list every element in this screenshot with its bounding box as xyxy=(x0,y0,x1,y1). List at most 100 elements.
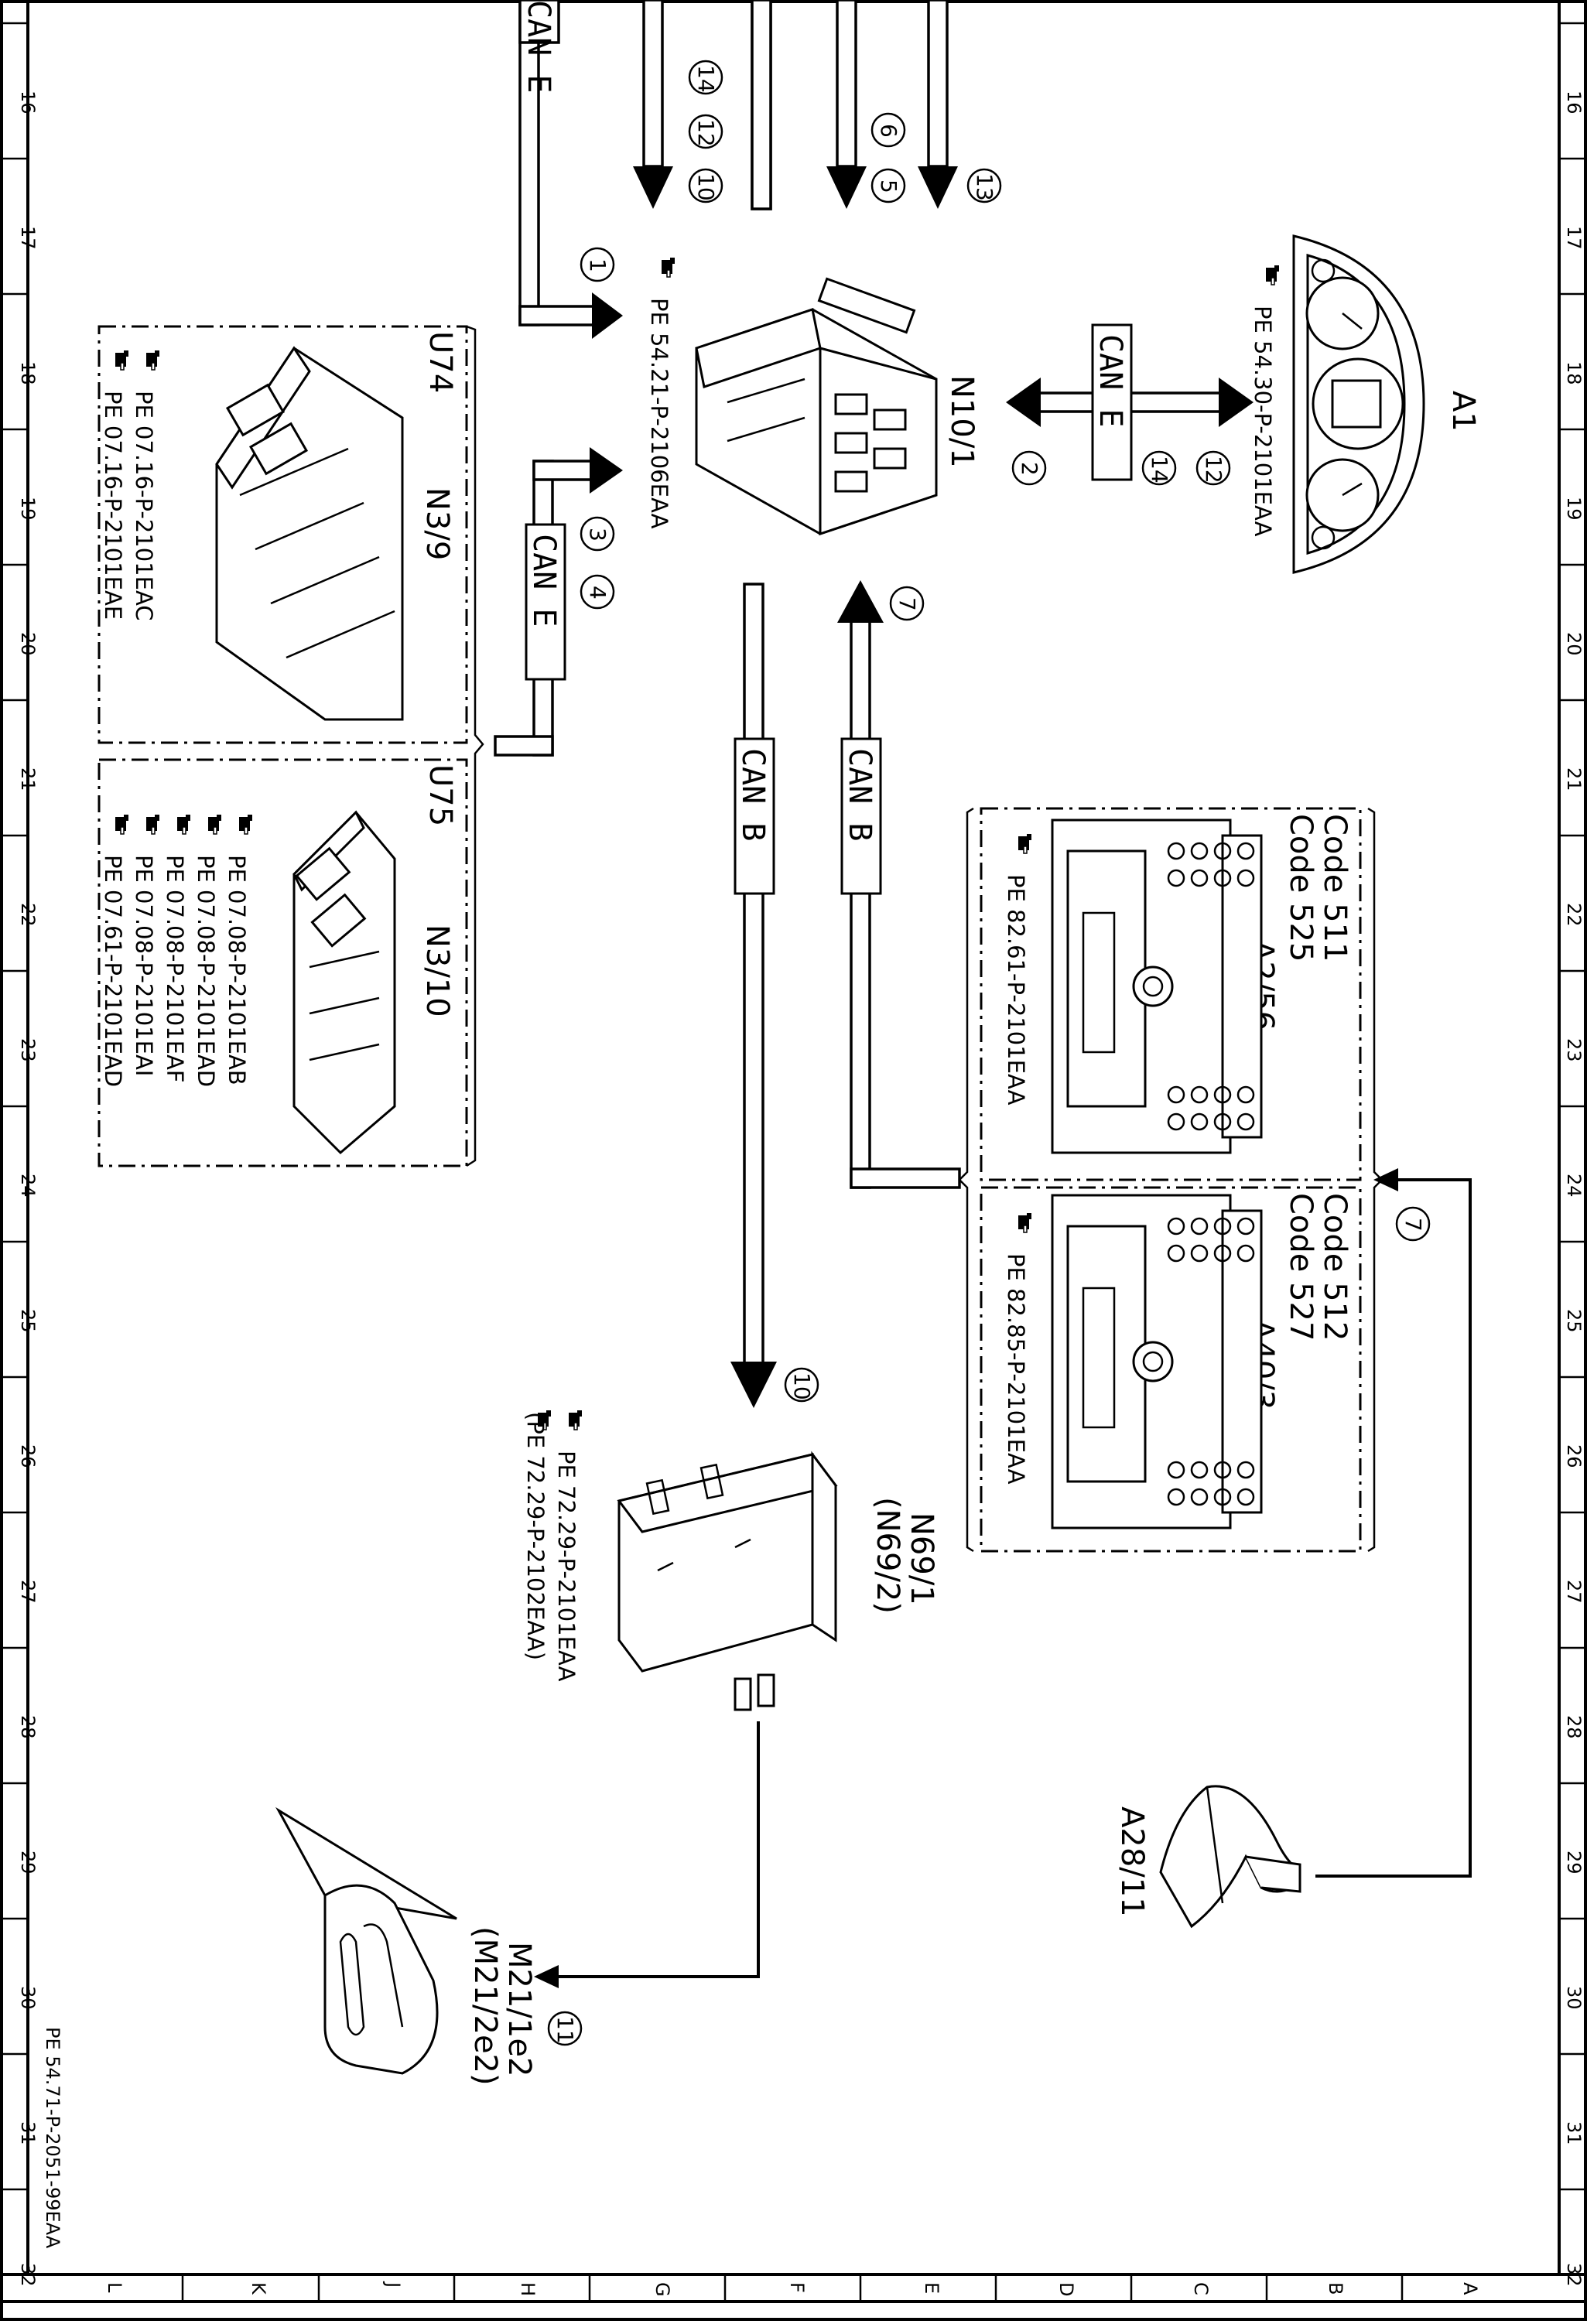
manual-reference-icon xyxy=(207,814,222,835)
radio-icon xyxy=(1051,1194,1263,1529)
arrow-down xyxy=(918,166,958,209)
column-letter: H xyxy=(517,2282,539,2296)
row-number: 26 xyxy=(1563,1444,1585,1468)
row-number: 16 xyxy=(1563,91,1585,114)
signal-6: 6 xyxy=(876,124,901,138)
row-number: 17 xyxy=(1563,226,1585,250)
row-number: 20 xyxy=(17,632,39,656)
row-number: 18 xyxy=(1563,361,1585,385)
signal-12: 12 xyxy=(1201,456,1226,484)
can-b-label: CAN B xyxy=(735,748,771,841)
row-number: 19 xyxy=(17,497,39,521)
signal-7: 7 xyxy=(1401,1218,1426,1232)
signal-14: 14 xyxy=(1147,456,1172,484)
m21-module: M21/1e2 (M21/2e2) xyxy=(275,1806,537,2086)
column-letter: F xyxy=(786,2282,808,2293)
row-number: 21 xyxy=(1563,767,1585,791)
a40-3-code: Code 512 xyxy=(1317,1193,1353,1341)
row-number: 32 xyxy=(17,2263,39,2287)
column-letter: A xyxy=(1459,2282,1481,2295)
signal-7: 7 xyxy=(894,597,920,611)
wire-can-e-top-h xyxy=(518,305,599,326)
radio-icon xyxy=(1051,819,1263,1154)
signal-10: 10 xyxy=(789,1372,815,1400)
n3-10-label: N3/10 xyxy=(419,924,455,1017)
row-number: 28 xyxy=(17,1715,39,1739)
a40-3-ref: PE 82.85-P-2101EAA xyxy=(1003,1253,1029,1485)
row-number: 19 xyxy=(1563,497,1585,521)
row-number: 20 xyxy=(1563,632,1585,656)
manual-reference-icon xyxy=(145,814,160,835)
row-number: 25 xyxy=(1563,1309,1585,1333)
document-id: PE 54.71-P-2051-99EAA xyxy=(42,2027,63,2249)
n69-2-label: (N69/2) xyxy=(870,1497,905,1614)
u75-group: U75 N3/10 PE 07.08-P-2101EAB PE 07.08-P-… xyxy=(97,758,468,1167)
row-ticks xyxy=(2,22,1585,2191)
arrow-right xyxy=(592,292,623,339)
row-number: 21 xyxy=(17,767,39,791)
manual-reference-icon xyxy=(115,350,129,371)
a28-11-label: A28/11 xyxy=(1114,1806,1150,1917)
manual-reference-icon xyxy=(238,814,253,835)
can-e-label: CAN E xyxy=(526,534,562,627)
a2-56-code: Code 525 xyxy=(1283,814,1319,962)
signal-1: 1 xyxy=(585,258,611,272)
signal-14: 14 xyxy=(693,65,719,93)
a2-56-group: Code 511 Code 525 A2/56 PE 82.61-P-2101E… xyxy=(980,807,1362,1181)
a2-56-code: Code 511 xyxy=(1317,814,1353,962)
n3-9-ref: PE 07.16-P-2101EAE xyxy=(100,391,126,620)
column-letter: K xyxy=(248,2282,269,2295)
row-number: 24 xyxy=(1563,1174,1585,1198)
signal-12: 12 xyxy=(693,119,719,147)
n3-10-ref: PE 07.08-P-2101EAB xyxy=(224,855,250,1085)
row-number: 22 xyxy=(17,903,39,927)
column-letter: E xyxy=(921,2282,942,2294)
a1-ref: PE 54.30-P-2101EAA xyxy=(1250,306,1276,537)
row-number: 24 xyxy=(17,1174,39,1198)
u74-variant-label: U74 xyxy=(422,331,458,393)
column-letter: D xyxy=(1055,2282,1077,2296)
a1-label: A1 xyxy=(1445,391,1481,432)
n69-1-label: N69/1 xyxy=(904,1512,939,1605)
n69-2-ref: (PE 72.29-P-2102EAA) xyxy=(522,1412,549,1660)
row-number: 16 xyxy=(17,91,39,114)
manual-reference-icon xyxy=(1018,833,1032,854)
column-letter: G xyxy=(652,2282,673,2297)
column-letter: B xyxy=(1325,2282,1346,2295)
can-e-label: CAN E xyxy=(1093,334,1128,427)
wire-top xyxy=(751,0,772,210)
a40-3-group: Code 512 Code 527 A40/3 PE 82.85-P-2101E… xyxy=(980,1186,1362,1553)
manual-reference-icon xyxy=(1265,265,1280,285)
row-number: 25 xyxy=(17,1309,39,1333)
control-unit-icon xyxy=(695,277,938,536)
arrow-down xyxy=(826,166,867,209)
manual-reference-icon xyxy=(661,257,676,278)
control-unit-icon xyxy=(292,810,396,1155)
row-number: 31 xyxy=(17,2121,39,2145)
signal-3: 3 xyxy=(585,528,611,542)
a1-module: A1 PE 54.30-P-2101EAA xyxy=(1250,234,1481,574)
n3-10-ref: PE 07.08-P-2101EAF xyxy=(162,855,188,1082)
a28-11-module: A28/11 xyxy=(1114,1785,1301,1929)
u74-group: U74 N3/9 PE 07.16-P-2101EAC PE 07.16-P-2… xyxy=(97,325,468,744)
antenna-icon xyxy=(1159,1785,1301,1929)
mirror-icon xyxy=(275,1806,457,2075)
row-number: 29 xyxy=(1563,1851,1585,1875)
row-number: 23 xyxy=(17,1038,39,1062)
column-letters: L K J H G F E D C B A xyxy=(104,2281,1481,2297)
manual-reference-icon xyxy=(115,814,129,835)
a40-3-code: Code 527 xyxy=(1283,1193,1319,1341)
manual-reference-icon xyxy=(176,814,191,835)
row-number: 26 xyxy=(17,1444,39,1468)
row-number: 17 xyxy=(17,226,39,250)
m21-1e2-label: M21/1e2 xyxy=(501,1942,537,2076)
signal-2: 2 xyxy=(1017,462,1042,476)
n3-10-ref: PE 07.08-P-2101EAI xyxy=(131,855,157,1076)
n3-9-ref: PE 07.16-P-2101EAC xyxy=(131,391,157,621)
row-number: 32 xyxy=(1563,2263,1585,2287)
row-number: 29 xyxy=(17,1851,39,1875)
signal-13: 13 xyxy=(972,173,997,201)
row-number: 31 xyxy=(1563,2121,1585,2145)
